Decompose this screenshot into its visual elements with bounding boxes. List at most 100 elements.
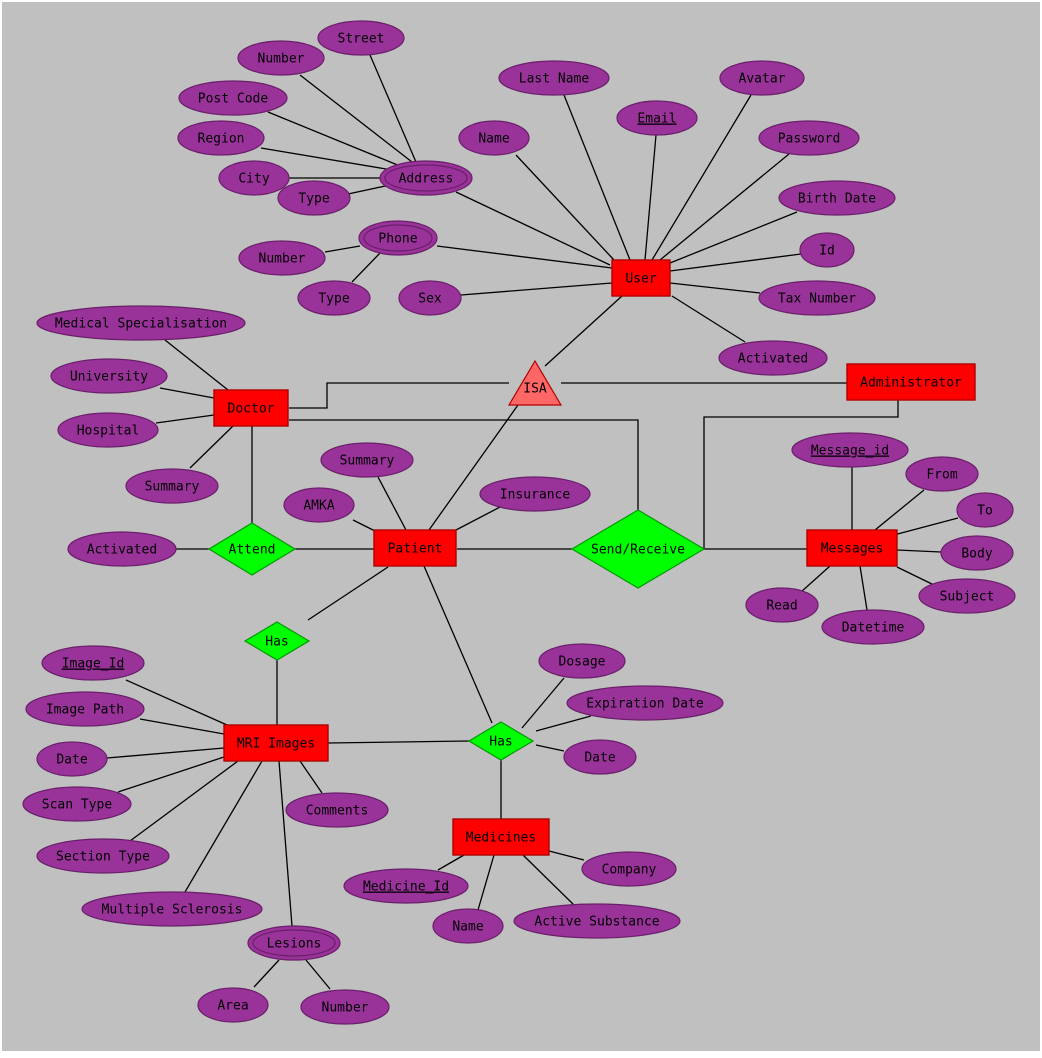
entity-medicines[interactable]: Medicines (452, 818, 550, 856)
attribute-pat-summary[interactable]: Summary (320, 442, 414, 478)
attribute-med-name[interactable]: Name (432, 908, 504, 944)
attribute-attend-activated[interactable]: Activated (67, 531, 177, 567)
attribute-msg-body[interactable]: Body (940, 535, 1014, 571)
attribute-les-area[interactable]: Area (197, 987, 269, 1023)
relationship-has-mri[interactable]: Has (243, 621, 311, 661)
attribute-label: Avatar (739, 72, 786, 87)
attribute-ellipse (940, 535, 1014, 571)
attribute-user-phone-type[interactable]: Type (297, 280, 371, 316)
attribute-user-street[interactable]: Street (317, 20, 405, 56)
entity-user[interactable]: User (611, 259, 671, 297)
attribute-med-active[interactable]: Active Substance (513, 903, 681, 939)
attribute-user-avatar[interactable]: Avatar (719, 60, 805, 96)
entity-box (223, 724, 329, 762)
attribute-ellipse (197, 987, 269, 1023)
attribute-ellipse (36, 305, 246, 341)
attribute-user-name[interactable]: Name (458, 120, 530, 156)
attribute-has-dosage[interactable]: Dosage (538, 643, 626, 679)
attribute-user-password[interactable]: Password (758, 120, 860, 156)
relationship-attend[interactable]: Attend (207, 522, 297, 576)
attribute-user-id[interactable]: Id (799, 232, 855, 268)
attribute-ellipse (50, 358, 168, 394)
attribute-mri-comments[interactable]: Comments (285, 792, 389, 828)
attribute-user-email[interactable]: Email (616, 100, 698, 136)
attribute-user-birthdate[interactable]: Birth Date (778, 180, 896, 216)
entity-administrator[interactable]: Administrator (846, 363, 976, 401)
attribute-les-number[interactable]: Number (300, 989, 390, 1025)
relationship-label: ISA (523, 382, 547, 397)
attribute-label: Number (258, 52, 305, 67)
attribute-label: Password (778, 132, 841, 147)
connector-line (651, 94, 752, 261)
attribute-user-phone[interactable]: Phone (358, 220, 438, 256)
attribute-has-expiration[interactable]: Expiration Date (566, 685, 724, 721)
attribute-msg-subject[interactable]: Subject (918, 578, 1016, 614)
attribute-user-taxnumber[interactable]: Tax Number (758, 280, 876, 316)
attribute-user-activated[interactable]: Activated (718, 340, 828, 376)
connector-line (437, 854, 465, 871)
attribute-has-date[interactable]: Date (563, 739, 637, 775)
attribute-msg-id[interactable]: Message_id (791, 432, 909, 468)
attribute-user-city[interactable]: City (218, 160, 290, 196)
attribute-user-region[interactable]: Region (177, 120, 265, 156)
relationship-isa[interactable]: ISA (507, 359, 563, 406)
connector-line (327, 740, 470, 744)
connector-line (267, 111, 401, 167)
attribute-ellipse (566, 685, 724, 721)
entity-doctor[interactable]: Doctor (213, 389, 289, 427)
attribute-user-phone-number[interactable]: Number (238, 240, 326, 276)
relationship-diamond (243, 621, 311, 661)
connector-line (164, 339, 229, 391)
attribute-user-lastname[interactable]: Last Name (498, 60, 610, 96)
attribute-pat-insurance[interactable]: Insurance (479, 476, 591, 512)
attribute-med-id[interactable]: Medicine_Id (343, 868, 469, 904)
attribute-pat-amka[interactable]: AMKA (283, 487, 355, 523)
connector-line (159, 387, 215, 399)
entity-patient[interactable]: Patient (373, 529, 457, 567)
connector-line (896, 549, 942, 553)
relationship-send-receive[interactable]: Send/Receive (570, 509, 706, 589)
attribute-msg-read[interactable]: Read (745, 587, 819, 623)
attribute-label: Multiple Sclerosis (102, 903, 243, 918)
attribute-doc-university[interactable]: University (50, 358, 168, 394)
attribute-msg-from[interactable]: From (905, 456, 979, 492)
attribute-mri-lesions[interactable]: Lesions (247, 925, 341, 961)
entity-label: Medicines (466, 831, 536, 846)
attribute-ellipse (320, 442, 414, 478)
attribute-ellipse (283, 487, 355, 523)
attribute-ellipse (791, 432, 909, 468)
entity-label: MRI Images (237, 737, 315, 752)
attribute-doc-summary[interactable]: Summary (125, 468, 219, 504)
attribute-mri-section-type[interactable]: Section Type (36, 838, 170, 874)
attribute-msg-datetime[interactable]: Datetime (821, 609, 925, 645)
attribute-label: Activated (87, 543, 157, 558)
attribute-label: Image Path (46, 703, 124, 718)
attribute-label: Scan Type (42, 798, 113, 813)
attribute-user-addr-type[interactable]: Type (277, 180, 351, 216)
attribute-mri-image-path[interactable]: Image Path (25, 691, 145, 727)
attribute-user-addr-number[interactable]: Number (237, 40, 325, 76)
attribute-doc-specialisation[interactable]: Medical Specialisation (36, 305, 246, 341)
attribute-ellipse (956, 492, 1014, 528)
attribute-user-sex[interactable]: Sex (398, 280, 462, 316)
entity-mri[interactable]: MRI Images (223, 724, 329, 762)
attribute-mri-ms[interactable]: Multiple Sclerosis (81, 891, 263, 927)
attribute-mri-image-id[interactable]: Image_Id (41, 645, 145, 681)
attribute-mri-date[interactable]: Date (36, 741, 108, 777)
connector-line (423, 565, 493, 724)
entity-messages[interactable]: Messages (806, 529, 898, 567)
attribute-med-company[interactable]: Company (581, 851, 677, 887)
attribute-mri-scan-type[interactable]: Scan Type (22, 786, 132, 822)
attribute-ellipse (379, 160, 473, 196)
attribute-label: Tax Number (778, 292, 856, 307)
connector-lines (106, 54, 959, 990)
relationship-label: Has (265, 635, 288, 650)
connector-line (896, 566, 937, 587)
attribute-user-postcode[interactable]: Post Code (178, 80, 288, 116)
attribute-msg-to[interactable]: To (956, 492, 1014, 528)
attribute-user-address[interactable]: Address (379, 160, 473, 196)
attribute-doc-hospital[interactable]: Hospital (57, 412, 159, 448)
relationship-has-med[interactable]: Has (467, 721, 535, 761)
attribute-ellipse (358, 220, 438, 256)
attribute-ellipse (247, 925, 341, 961)
